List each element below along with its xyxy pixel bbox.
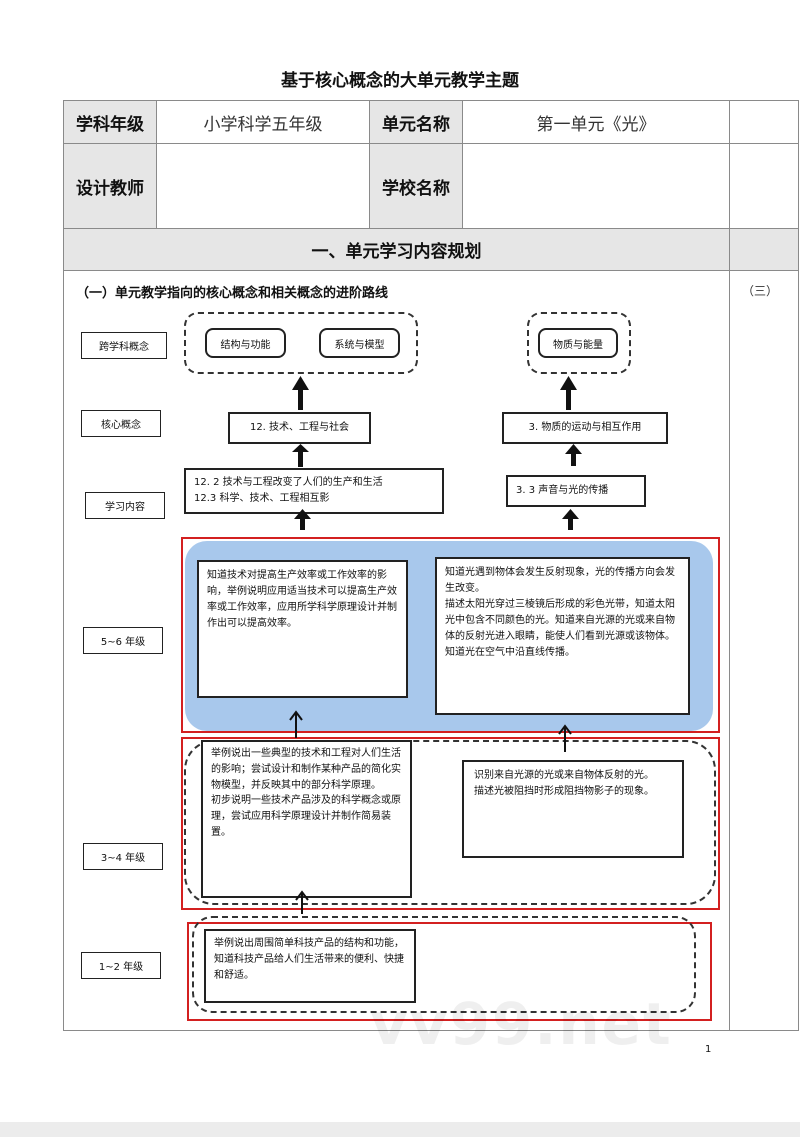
grade56-right-box: 知道光遇到物体会发生反射现象，光的传播方向会发生改变。 描述太阳光穿过三棱镜后形…	[435, 557, 690, 715]
grade56-red-frame	[181, 537, 720, 733]
grade34-left-p2: 初步说明一些技术产品涉及的科学概念或原理，尝试应用科学原理设计并制作简易装置。	[211, 795, 401, 838]
grade34-right-box: 识别来自光源的光或来自物体反射的光。 描述光被阻挡时形成阻挡物影子的现象。	[462, 760, 684, 858]
level-grade-5-6: 5~6 年级	[83, 627, 163, 654]
unit-name-label: 单元名称	[369, 100, 463, 144]
grade34-left-p1: 举例说出一些典型的技术和工程对人们生活的影响；尝试设计和制作某种产品的简化实物模…	[211, 748, 401, 791]
core-concept-right: 3. 物质的运动与相互作用	[502, 412, 668, 444]
page-number: 1	[705, 1044, 712, 1055]
subheading-3: （三）	[742, 284, 779, 298]
level-grade-1-2: 1~2 年级	[81, 952, 161, 979]
school-value	[462, 143, 730, 229]
grade34-right-p1: 识别来自光源的光或来自物体反射的光。	[474, 770, 654, 781]
watermark-logo: vv99.net	[370, 990, 673, 1058]
learning-content-left-line2: 12.3 科学、技术、工程相互影	[194, 493, 330, 504]
grade34-dashed-group	[184, 740, 716, 905]
arrow-grade56-to-learning-left	[300, 516, 305, 530]
core-concept-left: 12. 技术、工程与社会	[228, 412, 371, 444]
concept-structure-function: 结构与功能	[205, 328, 286, 358]
designer-label: 设计教师	[63, 143, 157, 229]
arrow-grade56-to-learning-right	[568, 516, 573, 530]
document-title: 基于核心概念的大单元教学主题	[281, 71, 519, 91]
grade56-right-p3: 知道光在空气中沿直线传播。	[445, 647, 575, 658]
arrow-learning-to-core-left	[298, 450, 303, 467]
grade12-box: 举例说出周围简单科技产品的结构和功能，知道科技产品给人们生活带来的便利、快捷和舒…	[204, 929, 416, 1003]
arrow-core-to-cross-right	[566, 388, 571, 410]
grade34-red-frame	[181, 737, 720, 910]
level-grade-3-4: 3~4 年级	[83, 843, 163, 870]
level-cross-concept: 跨学科概念	[81, 332, 167, 359]
grade56-right-p1: 知道光遇到物体会发生反射现象，光的传播方向会发生改变。	[445, 567, 675, 594]
arrow-learning-to-core-right	[571, 450, 576, 466]
concept-matter-energy: 物质与能量	[538, 328, 618, 358]
section-heading: 一、单元学习内容规划	[63, 228, 730, 271]
right-cell	[729, 270, 799, 1031]
cross-concept-group-right	[527, 312, 631, 374]
cross-concept-group-left	[184, 312, 418, 374]
empty-cell	[729, 228, 799, 271]
level-core-concept: 核心概念	[81, 410, 161, 437]
grade56-right-p2: 描述太阳光穿过三棱镜后形成的彩色光带，知道太阳光中包含不同颜色的光。知道来自光源…	[445, 599, 675, 642]
grade56-left-box: 知道技术对提高生产效率或工作效率的影响，举例说明应用适当技术可以提高生产效率或工…	[197, 560, 408, 698]
learning-content-left-line1: 12. 2 技术与工程改变了人们的生产和生活	[194, 477, 383, 488]
empty-cell	[729, 143, 799, 229]
learning-content-left: 12. 2 技术与工程改变了人们的生产和生活 12.3 科学、技术、工程相互影	[184, 468, 444, 514]
grade34-right-p2: 描述光被阻挡时形成阻挡物影子的现象。	[474, 786, 654, 797]
school-label: 学校名称	[369, 143, 463, 229]
grade12-red-frame	[187, 922, 712, 1021]
arrow-core-to-cross-left	[298, 388, 303, 410]
grade12-dashed-group	[192, 916, 696, 1013]
unit-name-value: 第一单元《光》	[462, 100, 730, 144]
level-learning-content: 学习内容	[85, 492, 165, 519]
concept-system-model: 系统与模型	[319, 328, 400, 358]
bottom-scroll-bar[interactable]	[0, 1122, 800, 1137]
grade34-left-box: 举例说出一些典型的技术和工程对人们生活的影响；尝试设计和制作某种产品的简化实物模…	[201, 740, 412, 898]
learning-content-right: 3. 3 声音与光的传播	[506, 475, 646, 507]
subheading-1: （一）单元教学指向的核心概念和相关概念的进阶路线	[76, 286, 389, 301]
